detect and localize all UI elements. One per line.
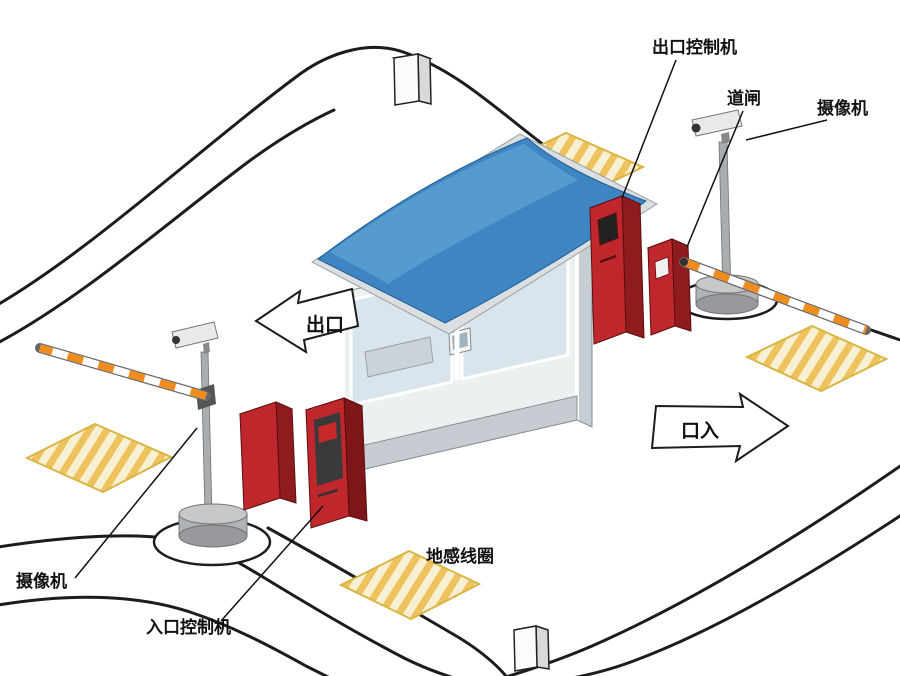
label-camera-left: 摄像机 xyxy=(16,571,67,591)
label-entrance-controller: 入口控制机 xyxy=(146,617,231,637)
pedestal-left-bottom xyxy=(178,524,248,548)
leader-camera-left xyxy=(74,427,198,579)
ground-loop-pad-left xyxy=(24,422,174,494)
post-box-bottom-side xyxy=(535,624,550,670)
leader-barrier-gate xyxy=(686,110,744,248)
pedestal-right-bottom xyxy=(695,293,759,315)
label-exit-controller: 出口控制机 xyxy=(652,37,737,57)
entrance-machine-display xyxy=(318,422,337,443)
entrance-arm-base xyxy=(38,344,208,400)
exit-barrier-pivot xyxy=(680,258,688,266)
pedestal-left-top xyxy=(178,503,248,525)
road-edge-island xyxy=(266,526,508,676)
label-ground-loop: 地感线圈 xyxy=(426,546,494,566)
entrance-machine-panel xyxy=(314,412,343,486)
post-box-top-front xyxy=(393,53,420,106)
ground-loop-pad-right xyxy=(744,324,889,393)
exit-arrow-label: 出口 xyxy=(306,313,344,336)
label-barrier-gate: 道闸 xyxy=(727,88,761,108)
booth-roof-highlight xyxy=(330,144,578,284)
entrance-machine-slot xyxy=(317,488,339,498)
camera-bracket-left xyxy=(203,342,210,354)
post-box-top xyxy=(391,52,433,106)
post-box-bottom xyxy=(513,624,550,672)
exit-barrier-front xyxy=(647,238,676,336)
entrance-control-machines xyxy=(238,397,368,529)
road-edge-bottomleft-upper xyxy=(0,534,453,676)
road-edge-top-inner xyxy=(0,108,336,344)
guard-booth xyxy=(310,133,659,475)
exit-barrier-sign xyxy=(654,256,670,280)
ground-loop-pad-bottom xyxy=(338,549,482,621)
road-edge-bottomright-outer xyxy=(504,464,900,676)
leader-exit-controller xyxy=(621,59,677,199)
road-edge-bottomright-inner xyxy=(574,514,900,676)
camera-body-left-icon xyxy=(171,321,219,349)
exit-arrow-shape xyxy=(254,287,360,355)
leader-camera-right xyxy=(745,119,828,141)
label-camera-right: 摄像机 xyxy=(817,98,868,118)
entrance-machine-rear-front xyxy=(239,401,281,511)
post-box-bottom-front xyxy=(513,625,538,672)
exit-barrier-gate xyxy=(646,238,871,336)
booth-desk xyxy=(364,336,434,378)
camera-bracket-right xyxy=(721,132,730,144)
callouts: 出口控制机 道闸 摄像机 摄像机 入口控制机 地感线圈 xyxy=(16,37,868,637)
exit-machine-screen xyxy=(597,212,619,246)
exit-control-machine xyxy=(588,195,645,345)
booth-side-face xyxy=(576,237,593,428)
camera-lens-left-icon xyxy=(172,336,180,344)
pole-left xyxy=(200,351,213,516)
road-edge-bottomleft-lower xyxy=(0,595,330,676)
entrance-barrier-and-camera xyxy=(35,321,272,567)
post-box-top-side xyxy=(417,52,432,105)
entrance-arrow-shape xyxy=(650,391,790,464)
leader-entrance-controller xyxy=(220,505,324,622)
road-arrows: 出口 口入 xyxy=(254,287,790,464)
exit-machine-slot xyxy=(599,254,617,264)
exit-barrier-arm-stripes xyxy=(682,258,868,334)
entrance-arrow-label: 口入 xyxy=(681,420,719,442)
road-edge-top-outer xyxy=(0,45,626,306)
camera-lens-right-icon xyxy=(691,123,701,133)
